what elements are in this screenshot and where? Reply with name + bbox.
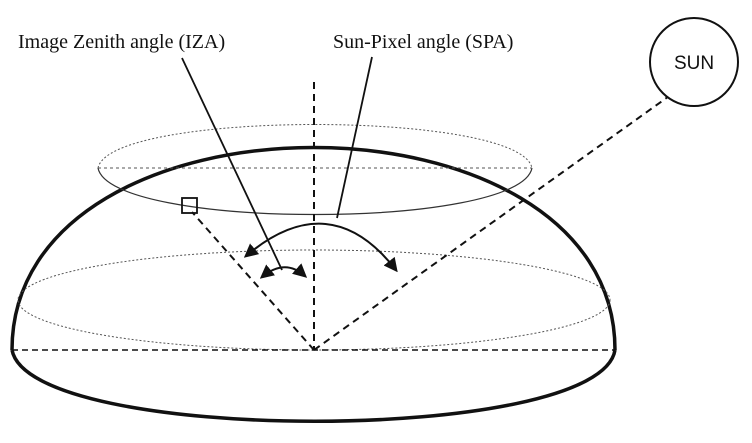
ground-ellipse-front	[10, 349, 617, 423]
sun-label: SUN	[674, 53, 714, 74]
iza-arc	[259, 263, 308, 279]
sun-ray	[313, 93, 673, 351]
spa-label: Sun-Pixel angle (SPA)	[333, 31, 513, 53]
iza-label: Image Zenith angle (IZA)	[18, 31, 225, 53]
spa-leader-line	[336, 56, 373, 219]
pixel-ray	[191, 211, 315, 351]
spa-arc	[243, 222, 398, 273]
upper-ellipse-back	[97, 124, 533, 169]
dome-outline	[10, 145, 617, 351]
pixel-marker	[181, 197, 198, 214]
sun-circle	[649, 17, 739, 107]
iza-leader-line	[181, 57, 283, 271]
